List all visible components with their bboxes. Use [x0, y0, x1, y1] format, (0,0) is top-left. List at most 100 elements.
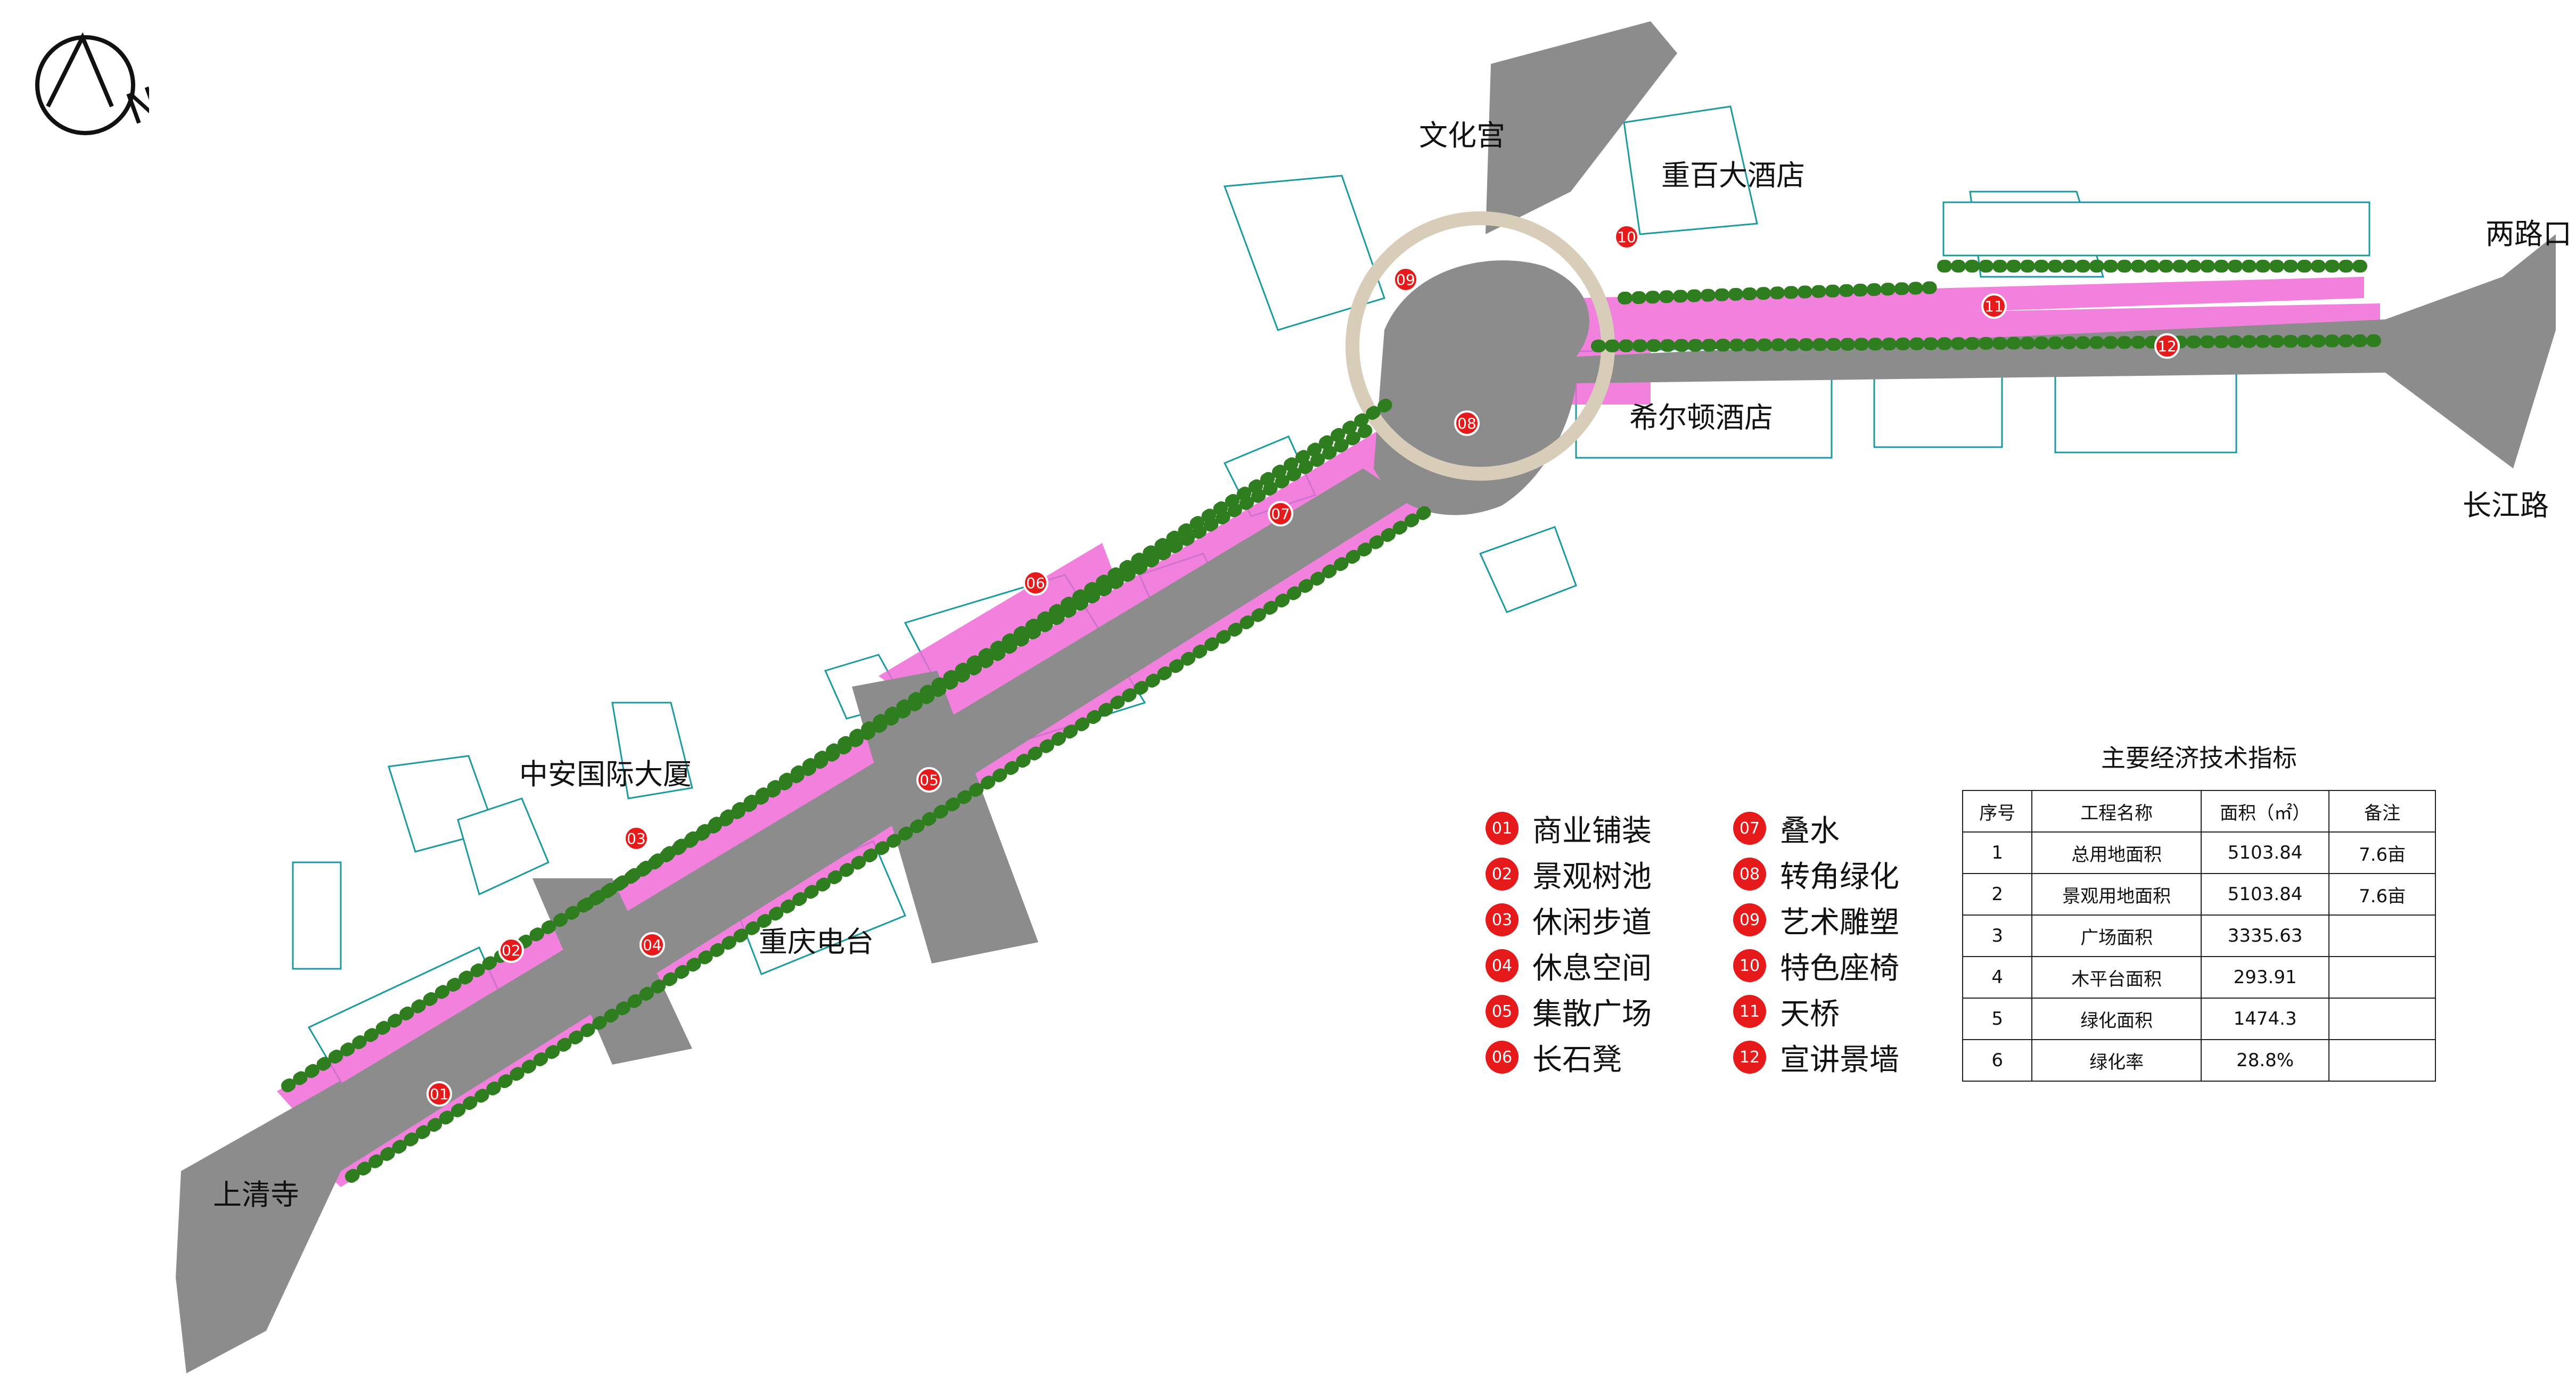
- legend-number: 07: [1733, 812, 1766, 845]
- marker-08: 08: [1454, 410, 1480, 436]
- table-cell: 总用地面积: [2031, 831, 2202, 874]
- marker-02: 02: [498, 937, 524, 963]
- label-shangqingsi: 上清寺: [213, 1178, 299, 1212]
- svg-text:10: 10: [1617, 228, 1636, 246]
- table-cell: 4: [1962, 956, 2033, 999]
- legend-number: 02: [1486, 858, 1519, 891]
- table-cell: [2328, 956, 2436, 999]
- table-cell: [2328, 1039, 2436, 1082]
- legend-number: 05: [1486, 995, 1519, 1028]
- legend-number: 09: [1733, 903, 1766, 936]
- map-markers: 01 02 03 04 05 06 07 08 09 10 11 12: [426, 224, 2180, 1107]
- legend-number: 01: [1486, 812, 1519, 845]
- legend-label: 长石凳: [1532, 1042, 1622, 1077]
- label-chongbai: 重百大酒店: [1661, 159, 1805, 192]
- legend-number: 06: [1486, 1041, 1519, 1074]
- svg-text:01: 01: [430, 1085, 449, 1103]
- table-cell: 5: [1962, 998, 2033, 1040]
- legend-label: 宣讲景墙: [1780, 1042, 1899, 1077]
- legend-label: 休闲步道: [1532, 905, 1652, 940]
- legend-label: 商业铺装: [1532, 813, 1652, 848]
- marker-05: 05: [916, 767, 942, 793]
- marker-06: 06: [1023, 570, 1048, 596]
- legend-item: 06 长石凳: [1486, 1038, 1622, 1077]
- table-cell: 6: [1962, 1039, 2033, 1082]
- legend-item: 02 景观树池: [1486, 855, 1652, 894]
- legend-item: 11 天桥: [1733, 992, 1840, 1032]
- marker-07: 07: [1268, 501, 1293, 526]
- legend-label: 叠水: [1780, 813, 1840, 848]
- legend-number: 08: [1733, 858, 1766, 891]
- table-cell: 28.8%: [2200, 1039, 2330, 1082]
- table-row: 1 总用地面积 5103.84 7.6亩: [1962, 831, 2436, 874]
- svg-text:09: 09: [1396, 271, 1415, 289]
- table-cell: 1474.3: [2200, 998, 2330, 1040]
- table-cell: 5103.84: [2200, 873, 2330, 916]
- legend-item: 01 商业铺装: [1486, 809, 1652, 848]
- table-cell: [2328, 915, 2436, 957]
- table-header-row: 序号 工程名称 面积（㎡） 备注: [1962, 790, 2436, 833]
- legend-label: 特色座椅: [1780, 951, 1899, 986]
- legend-label: 景观树池: [1532, 859, 1652, 894]
- label-wenhuagong: 文化宫: [1419, 119, 1505, 152]
- legend-number: 11: [1733, 995, 1766, 1028]
- legend-item: 09 艺术雕塑: [1733, 901, 1899, 940]
- label-zhongan: 中安国际大厦: [519, 757, 692, 791]
- svg-text:07: 07: [1271, 505, 1290, 523]
- legend: 01 商业铺装 02 景观树池 03 休闲步道 04 休息空间 05 集散广场 06 长石凳…: [1486, 809, 1938, 1097]
- svg-text:12: 12: [2157, 337, 2177, 355]
- svg-text:11: 11: [1984, 298, 2004, 315]
- table-row: 4 木平台面积 293.91: [1962, 956, 2436, 999]
- table-cell: [2328, 998, 2436, 1040]
- legend-label: 艺术雕塑: [1780, 905, 1899, 940]
- marker-12: 12: [2154, 333, 2180, 359]
- table-cell: 3335.63: [2200, 915, 2330, 957]
- indicators-table: 序号 工程名称 面积（㎡） 备注 1 总用地面积 5103.84 7.6亩 2 …: [1962, 790, 2436, 1082]
- legend-label: 天桥: [1780, 996, 1840, 1032]
- svg-text:04: 04: [643, 936, 662, 954]
- legend-label: 转角绿化: [1780, 859, 1899, 894]
- table-row: 2 景观用地面积 5103.84 7.6亩: [1962, 873, 2436, 916]
- north-arrow-icon: N: [35, 32, 149, 135]
- svg-text:03: 03: [627, 830, 646, 847]
- marker-10: 10: [1614, 224, 1639, 250]
- svg-text:08: 08: [1457, 415, 1476, 432]
- legend-label: 集散广场: [1532, 996, 1652, 1032]
- table-cell: 木平台面积: [2031, 956, 2202, 999]
- legend-number: 12: [1733, 1041, 1766, 1074]
- marker-03: 03: [624, 826, 649, 851]
- table-row: 6 绿化率 28.8%: [1962, 1039, 2436, 1082]
- legend-item: 05 集散广场: [1486, 992, 1652, 1032]
- roads: [176, 21, 2556, 1373]
- header-cell: 工程名称: [2031, 790, 2202, 833]
- table-cell: 绿化面积: [2031, 998, 2202, 1040]
- legend-number: 03: [1486, 903, 1519, 936]
- table-cell: 3: [1962, 915, 2033, 957]
- label-changjianglu: 长江路: [2463, 489, 2549, 522]
- table-cell: 广场面积: [2031, 915, 2202, 957]
- indicators-panel: 主要经济技术指标 序号 工程名称 面积（㎡） 备注 1 总用地面积 5103.8…: [1962, 739, 2436, 1082]
- table-cell: 7.6亩: [2328, 831, 2436, 874]
- svg-text:02: 02: [502, 942, 521, 959]
- indicators-title: 主要经济技术指标: [2101, 744, 2297, 772]
- header-cell: 备注: [2328, 790, 2436, 833]
- marker-04: 04: [639, 932, 665, 958]
- legend-label: 休息空间: [1532, 951, 1652, 986]
- table-cell: 2: [1962, 873, 2033, 916]
- table-cell: 1: [1962, 831, 2033, 874]
- table-cell: 5103.84: [2200, 831, 2330, 874]
- svg-text:06: 06: [1026, 574, 1045, 592]
- legend-number: 04: [1486, 949, 1519, 982]
- table-cell: 绿化率: [2031, 1039, 2202, 1082]
- header-cell: 面积（㎡）: [2200, 790, 2330, 833]
- marker-11: 11: [1981, 293, 2007, 319]
- legend-item: 03 休闲步道: [1486, 901, 1652, 940]
- table-cell: 293.91: [2200, 956, 2330, 999]
- legend-item: 07 叠水: [1733, 809, 1840, 848]
- table-row: 5 绿化面积 1474.3: [1962, 998, 2436, 1040]
- header-cell: 序号: [1962, 790, 2033, 833]
- tree-rows: [281, 260, 2381, 1183]
- marker-09: 09: [1393, 267, 1418, 292]
